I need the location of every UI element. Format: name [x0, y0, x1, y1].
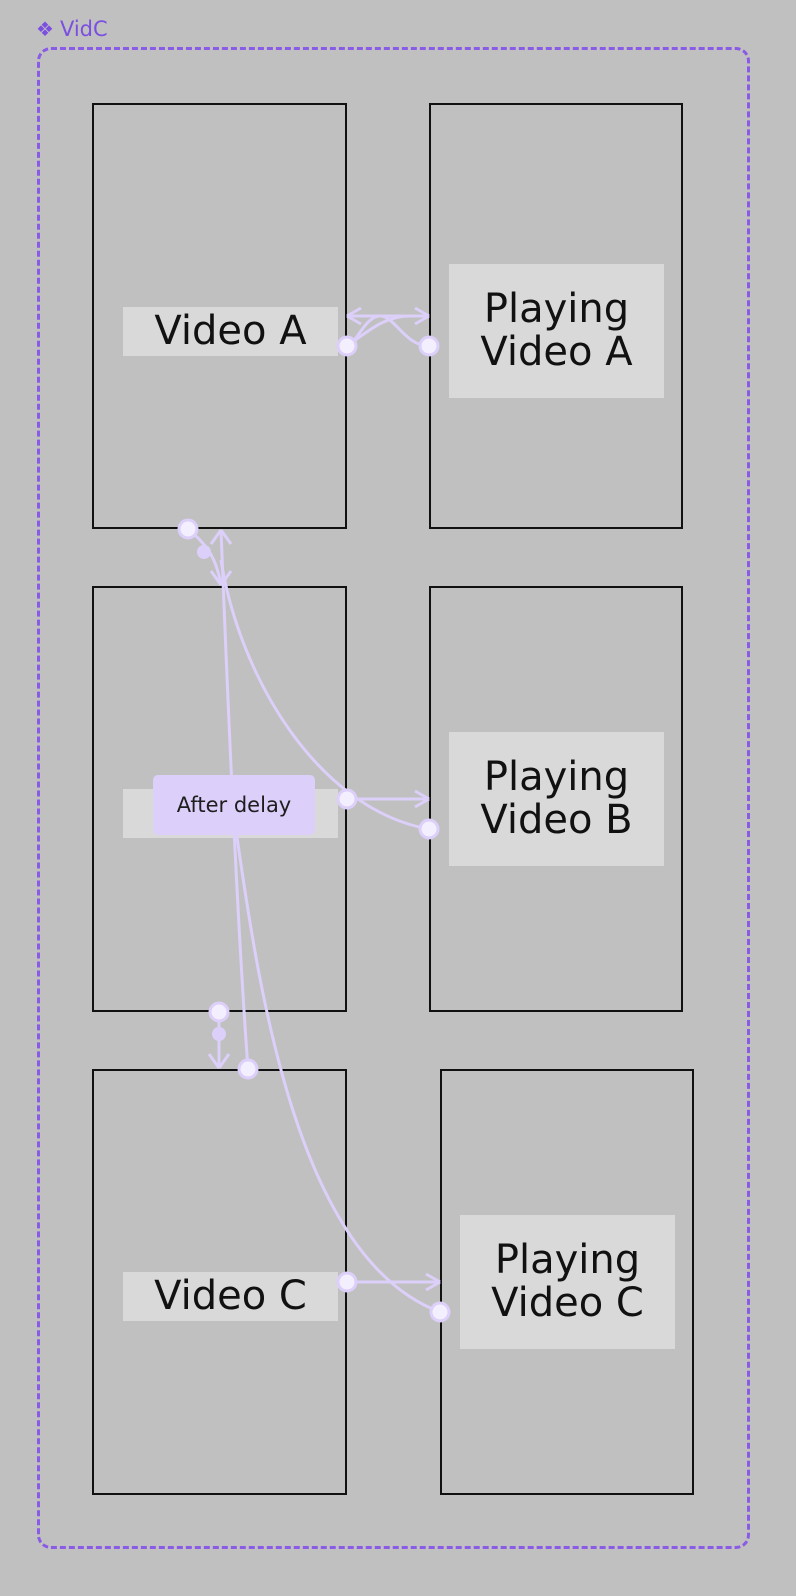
video-a-label: Video A	[123, 307, 338, 356]
playing-a-label: Playing Video A	[449, 264, 664, 398]
component-name: VidC	[59, 17, 108, 41]
frame-playing-b[interactable]	[429, 586, 683, 1012]
frame-playing-c[interactable]	[440, 1069, 694, 1495]
component-set-frame[interactable]	[37, 47, 750, 1549]
video-c-label: Video C	[123, 1272, 338, 1321]
after-delay-trigger-chip[interactable]: After delay	[153, 775, 315, 835]
component-diamond-icon: ❖	[36, 17, 54, 41]
frame-playing-a[interactable]	[429, 103, 683, 529]
trigger-label: After delay	[176, 793, 292, 817]
playing-c-label: Playing Video C	[460, 1215, 675, 1349]
playing-b-label: Playing Video B	[449, 732, 664, 866]
component-label[interactable]: ❖ VidC	[36, 16, 108, 42]
